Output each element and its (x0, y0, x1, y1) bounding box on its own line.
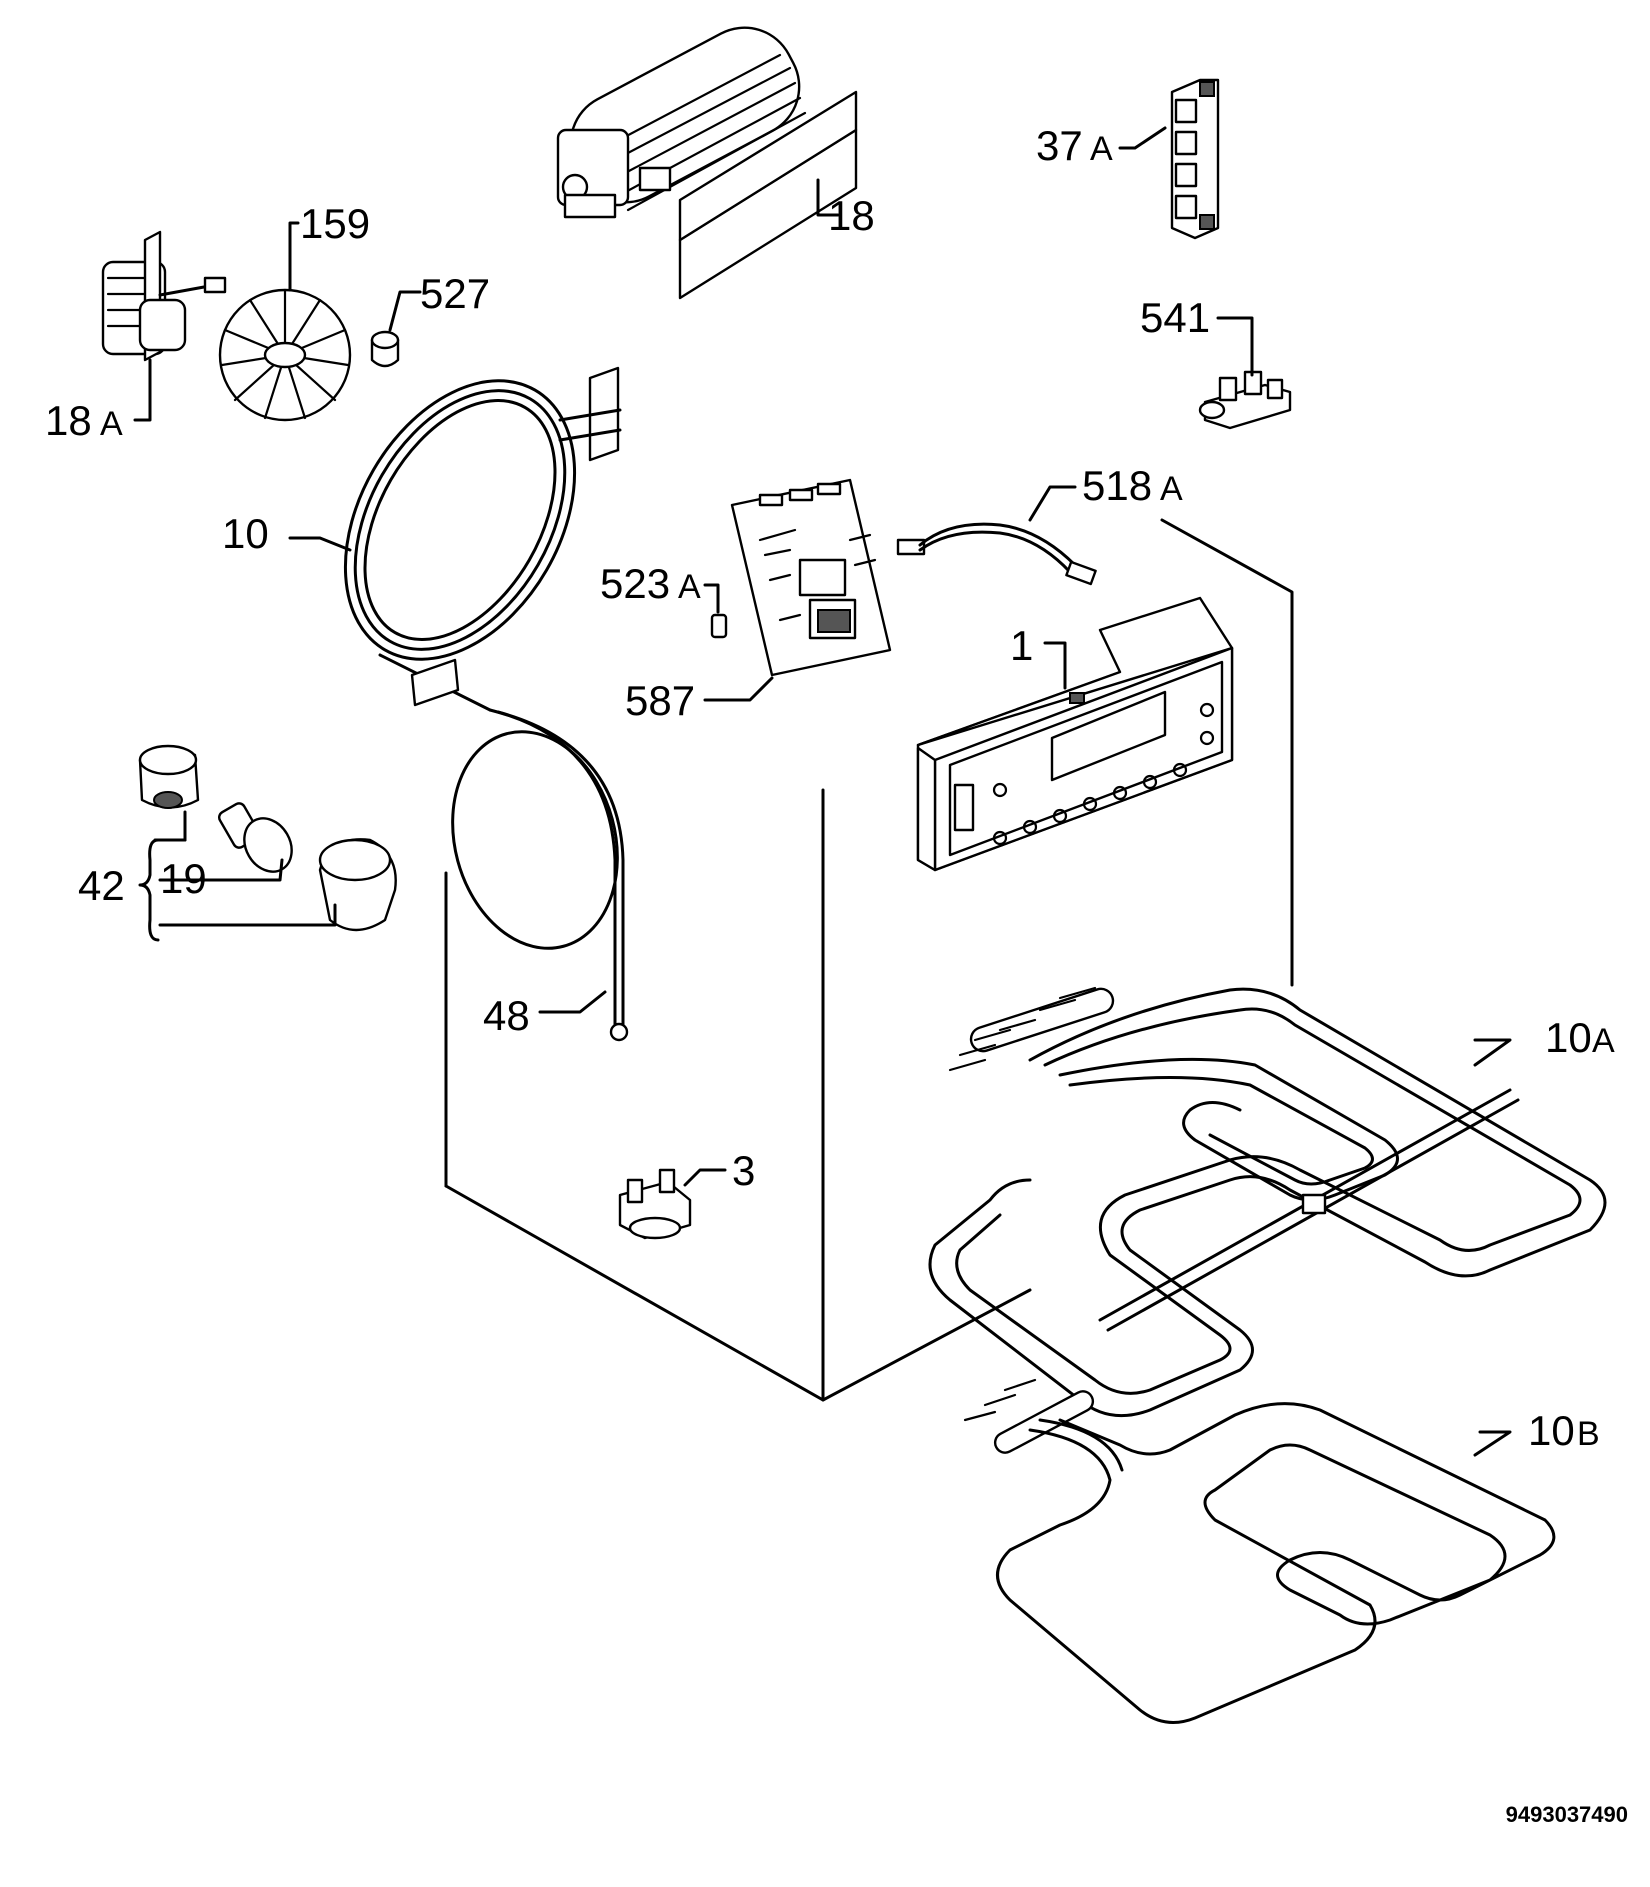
callout-18: 18 (828, 192, 875, 239)
callout-10a-suffix: A (1592, 1022, 1615, 1060)
temperature-probe-part (378, 653, 629, 1042)
callout-1: 1 (1010, 622, 1033, 669)
callout-48: 48 (483, 992, 530, 1039)
wire-harness-part (896, 485, 1097, 586)
oven-lamp-part (138, 744, 397, 942)
callout-37a-number: 37 (1036, 122, 1083, 169)
callout-19: 19 (160, 855, 207, 902)
bottom-element-part (963, 1378, 1556, 1724)
oven-cabinet-outline (444, 518, 1294, 1402)
tangential-fan-part (556, 26, 858, 300)
callout-518a-suffix: A (1160, 470, 1183, 508)
callout-10: 10 (222, 510, 269, 557)
callout-18a-suffix: A (100, 405, 123, 443)
callout-37a-suffix: A (1090, 130, 1113, 168)
fan-motor-part (101, 230, 227, 422)
callout-42: 42 (78, 862, 125, 909)
callout-labels: 18 37 A 159 527 18 A 541 10 518 A 523 A … (45, 122, 1615, 1454)
control-panel-part (916, 596, 1234, 872)
callout-18a-number: 18 (45, 397, 92, 444)
lamp-bulb-19 (218, 802, 293, 873)
drawing-code: 9493037490 (1506, 1802, 1628, 1827)
callout-3: 3 (732, 1147, 755, 1194)
callout-527: 527 (420, 270, 490, 317)
callout-159: 159 (300, 200, 370, 247)
terminal-block-part (1118, 78, 1220, 240)
callout-10b-suffix: B (1577, 1415, 1600, 1453)
fan-nut-part (370, 290, 422, 368)
top-grill-element-part (928, 986, 1607, 1418)
control-pcb-part (703, 478, 892, 702)
callout-587: 587 (625, 677, 695, 724)
fan-blade-part (218, 221, 352, 422)
callout-523a-suffix: A (678, 568, 701, 606)
callout-523a-number: 523 (600, 560, 670, 607)
callout-541: 541 (1140, 294, 1210, 341)
circular-heater-part (288, 366, 622, 661)
connector-part (1198, 316, 1292, 430)
callout-10a-number: 10 (1545, 1014, 1592, 1061)
callout-518a-number: 518 (1082, 462, 1152, 509)
callout-10b-number: 10 (1528, 1407, 1575, 1454)
thermostat-part (618, 1168, 727, 1240)
